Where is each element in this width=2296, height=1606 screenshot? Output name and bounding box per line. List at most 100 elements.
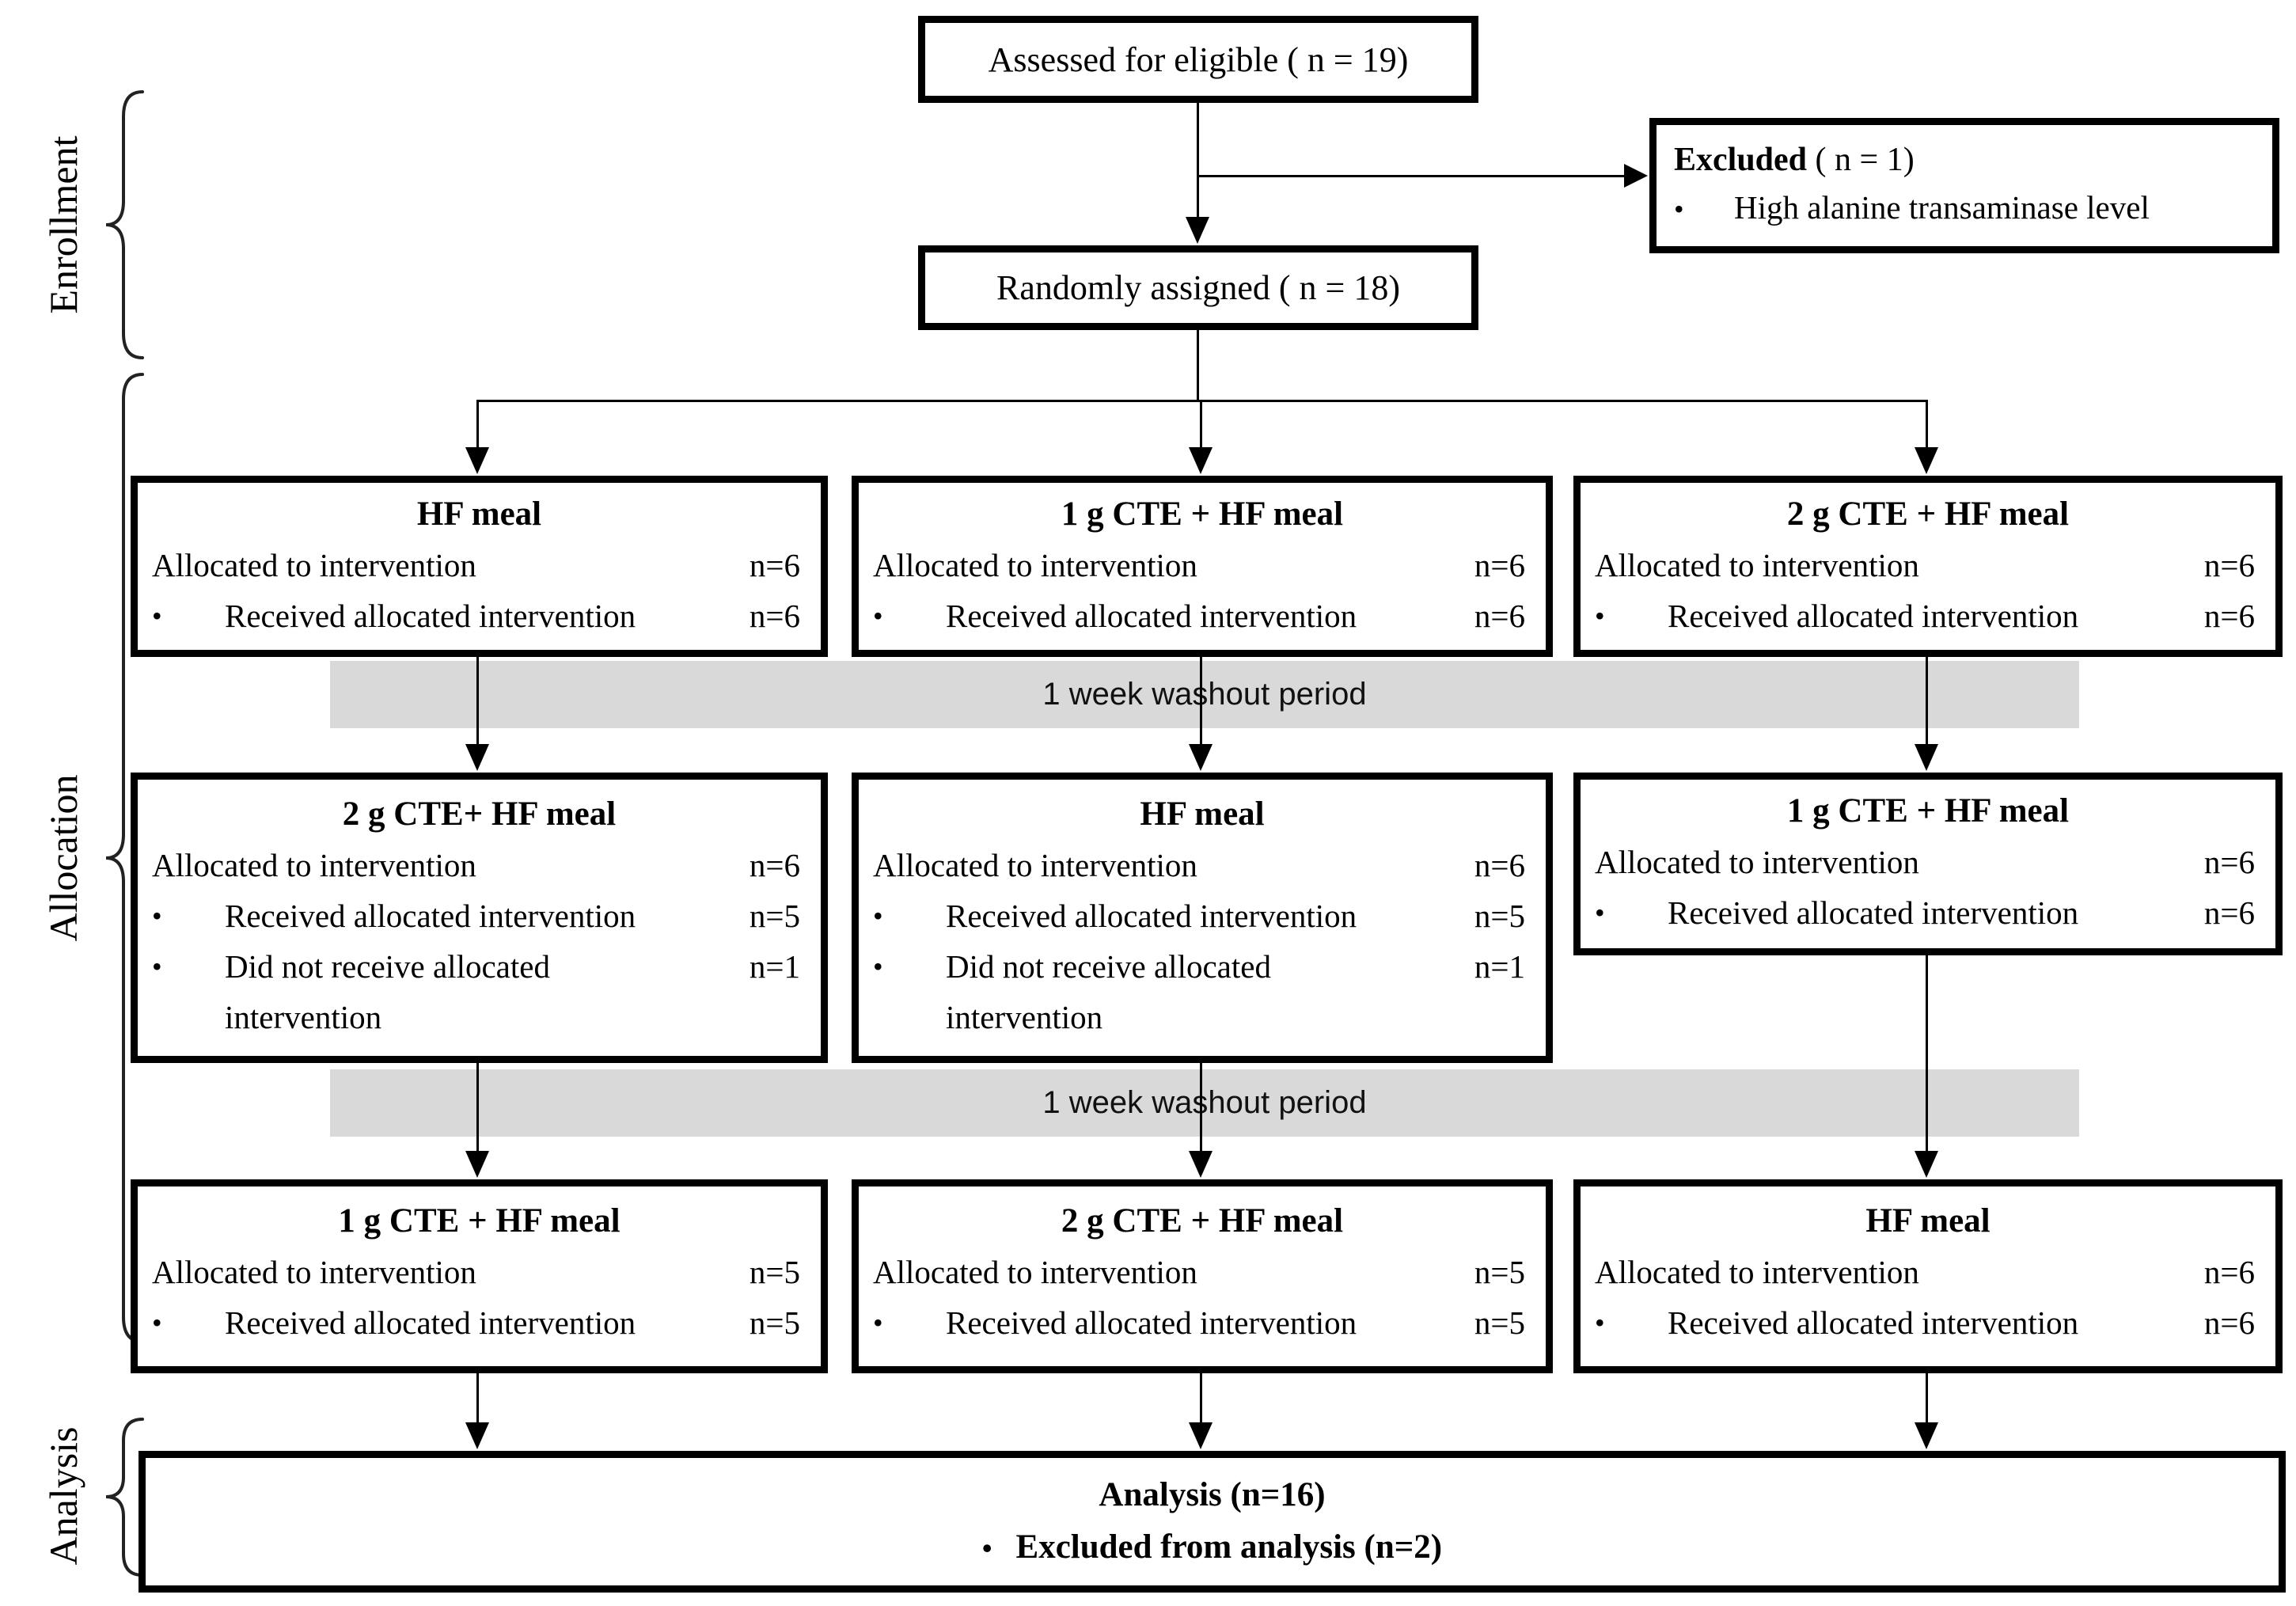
line-n-value: n=5 bbox=[1474, 898, 1525, 934]
arrowhead-right bbox=[1624, 164, 1648, 188]
line-text: Received allocated intervention bbox=[225, 898, 636, 934]
line-n-value: n=6 bbox=[2203, 598, 2255, 634]
box-line: Allocated to intervention n=6 bbox=[138, 840, 821, 890]
box-line: • Received allocated intervention n=6 bbox=[1581, 590, 2275, 641]
arrowhead-down bbox=[465, 1422, 489, 1449]
box-line: Allocated to intervention n=6 bbox=[859, 840, 1546, 890]
allocation-box-r3c3: HF meal Allocated to intervention n=6 • … bbox=[1573, 1179, 2283, 1373]
section-label-analysis: Analysis bbox=[41, 1426, 85, 1566]
line-text: Allocated to intervention bbox=[1595, 1254, 1919, 1290]
washout-bar-2: 1 week washout period bbox=[330, 1069, 2079, 1137]
allocation-brace bbox=[105, 373, 144, 1343]
connector-line bbox=[477, 400, 1928, 402]
line-text: Allocated to intervention bbox=[873, 547, 1197, 583]
line-n-value: n=6 bbox=[1474, 847, 1525, 883]
assessed-box: Assessed for eligible ( n = 19) bbox=[918, 16, 1478, 103]
line-n-value: n=6 bbox=[2203, 1304, 2255, 1341]
randomized-text: Randomly assigned ( n = 18) bbox=[996, 268, 1400, 307]
box-line: • Received allocated intervention n=6 bbox=[859, 590, 1546, 641]
line-n-value: n=1 bbox=[1474, 948, 1525, 985]
box-line: • Did not receive allocated n=1 bbox=[859, 941, 1546, 992]
line-text: Allocated to intervention bbox=[1595, 547, 1919, 583]
allocation-box-r1c3: 2 g CTE + HF meal Allocated to intervent… bbox=[1573, 476, 2283, 657]
box-line: • Did not receive allocated n=1 bbox=[138, 941, 821, 992]
bullet-icon: • bbox=[981, 1532, 992, 1564]
line-n-value: n=5 bbox=[1474, 1304, 1525, 1341]
arrowhead-down bbox=[1189, 1422, 1213, 1449]
line-n-value: n=6 bbox=[2203, 844, 2255, 880]
line-text: Received allocated intervention bbox=[946, 898, 1357, 934]
box-title: 1 g CTE + HF meal bbox=[1061, 495, 1344, 533]
connector-line bbox=[476, 657, 479, 746]
box-line: Allocated to intervention n=6 bbox=[138, 540, 821, 590]
enrollment-brace bbox=[105, 90, 144, 359]
box-title: HF meal bbox=[1140, 795, 1265, 833]
bullet-icon: • bbox=[1595, 1307, 1605, 1338]
washout-bar-1-label: 1 week washout period bbox=[1042, 677, 1367, 712]
box-title: 2 g CTE + HF meal bbox=[1786, 495, 2070, 533]
line-text: Received allocated intervention bbox=[1668, 1304, 2079, 1341]
arrowhead-down bbox=[1915, 744, 1938, 771]
line-text: Received allocated intervention bbox=[946, 598, 1357, 634]
line-text: Received allocated intervention bbox=[225, 598, 636, 634]
box-line: • Received allocated intervention n=5 bbox=[859, 890, 1546, 941]
box-line: Allocated to intervention n=6 bbox=[1581, 1247, 2275, 1297]
box-line: • Received allocated intervention n=5 bbox=[859, 1297, 1546, 1348]
analysis-line2-text: Excluded from analysis (n=2) bbox=[1015, 1528, 1443, 1566]
randomized-box: Randomly assigned ( n = 18) bbox=[918, 245, 1478, 330]
connector-line bbox=[1197, 330, 1199, 402]
line-text: Allocated to intervention bbox=[152, 1254, 476, 1290]
bullet-icon: • bbox=[1674, 193, 1684, 225]
bullet-icon: • bbox=[1595, 600, 1605, 632]
arrowhead-down bbox=[465, 447, 489, 474]
line-n-value: n=6 bbox=[2203, 894, 2255, 931]
connector-line bbox=[476, 1373, 479, 1424]
box-line: • Received allocated intervention n=6 bbox=[138, 590, 821, 641]
analysis-box: Analysis (n=16) •Excluded from analysis … bbox=[139, 1451, 2286, 1593]
box-title: 2 g CTE + HF meal bbox=[1061, 1202, 1344, 1240]
connector-line bbox=[1926, 657, 1928, 746]
box-line: Allocated to intervention n=5 bbox=[859, 1247, 1546, 1297]
connector-line bbox=[1200, 1063, 1202, 1152]
box-line: Allocated to intervention n=5 bbox=[138, 1247, 821, 1297]
analysis-line2: • Excluded from analysis (n=2) bbox=[982, 1521, 1442, 1574]
line-text: Did not receive allocated bbox=[225, 948, 550, 985]
allocation-box-r2c2: HF meal Allocated to intervention n=6 • … bbox=[852, 773, 1553, 1063]
line-text: Received allocated intervention bbox=[1668, 598, 2079, 634]
box-title: HF meal bbox=[1865, 1202, 1990, 1240]
allocation-box-r2c1: 2 g CTE+ HF meal Allocated to interventi… bbox=[131, 773, 828, 1063]
box-title: 1 g CTE + HF meal bbox=[1786, 792, 2070, 830]
excluded-title-bold: Excluded bbox=[1674, 142, 1808, 178]
connector-line bbox=[1197, 175, 1626, 177]
analysis-brace bbox=[105, 1418, 144, 1577]
box-line: • Received allocated intervention n=5 bbox=[138, 1297, 821, 1348]
bullet-icon: • bbox=[873, 600, 883, 632]
line-n-value: n=6 bbox=[749, 598, 800, 634]
allocation-box-r2c3: 1 g CTE + HF meal Allocated to intervent… bbox=[1573, 773, 2283, 955]
box-line: Allocated to intervention n=6 bbox=[1581, 540, 2275, 590]
line-n-value: n=5 bbox=[749, 1254, 800, 1290]
bullet-icon: • bbox=[873, 900, 883, 932]
section-label-allocation: Allocation bbox=[41, 774, 85, 942]
arrowhead-down bbox=[1915, 1151, 1938, 1178]
box-line: Allocated to intervention n=6 bbox=[1581, 837, 2275, 887]
connector-line bbox=[1197, 103, 1199, 218]
box-line: • Received allocated intervention n=6 bbox=[1581, 887, 2275, 938]
line-n-value: n=5 bbox=[749, 898, 800, 934]
connector-line bbox=[1200, 657, 1202, 746]
line-text: Received allocated intervention bbox=[1668, 894, 2079, 931]
allocation-box-r3c2: 2 g CTE + HF meal Allocated to intervent… bbox=[852, 1179, 1553, 1373]
bullet-icon: • bbox=[873, 1307, 883, 1338]
line-n-value: n=5 bbox=[1474, 1254, 1525, 1290]
line-n-value: n=6 bbox=[749, 547, 800, 583]
connector-line bbox=[1200, 400, 1202, 449]
box-line: • Received allocated intervention n=6 bbox=[1581, 1297, 2275, 1348]
assessed-text: Assessed for eligible ( n = 19) bbox=[988, 40, 1409, 79]
line-n-value: n=5 bbox=[749, 1304, 800, 1341]
excluded-title: Excluded ( n = 1) bbox=[1657, 136, 2272, 184]
connector-line bbox=[1926, 1373, 1928, 1424]
arrowhead-down bbox=[1189, 1151, 1213, 1178]
line-text: Allocated to intervention bbox=[873, 847, 1197, 883]
line-text-continuation: intervention bbox=[225, 999, 382, 1035]
